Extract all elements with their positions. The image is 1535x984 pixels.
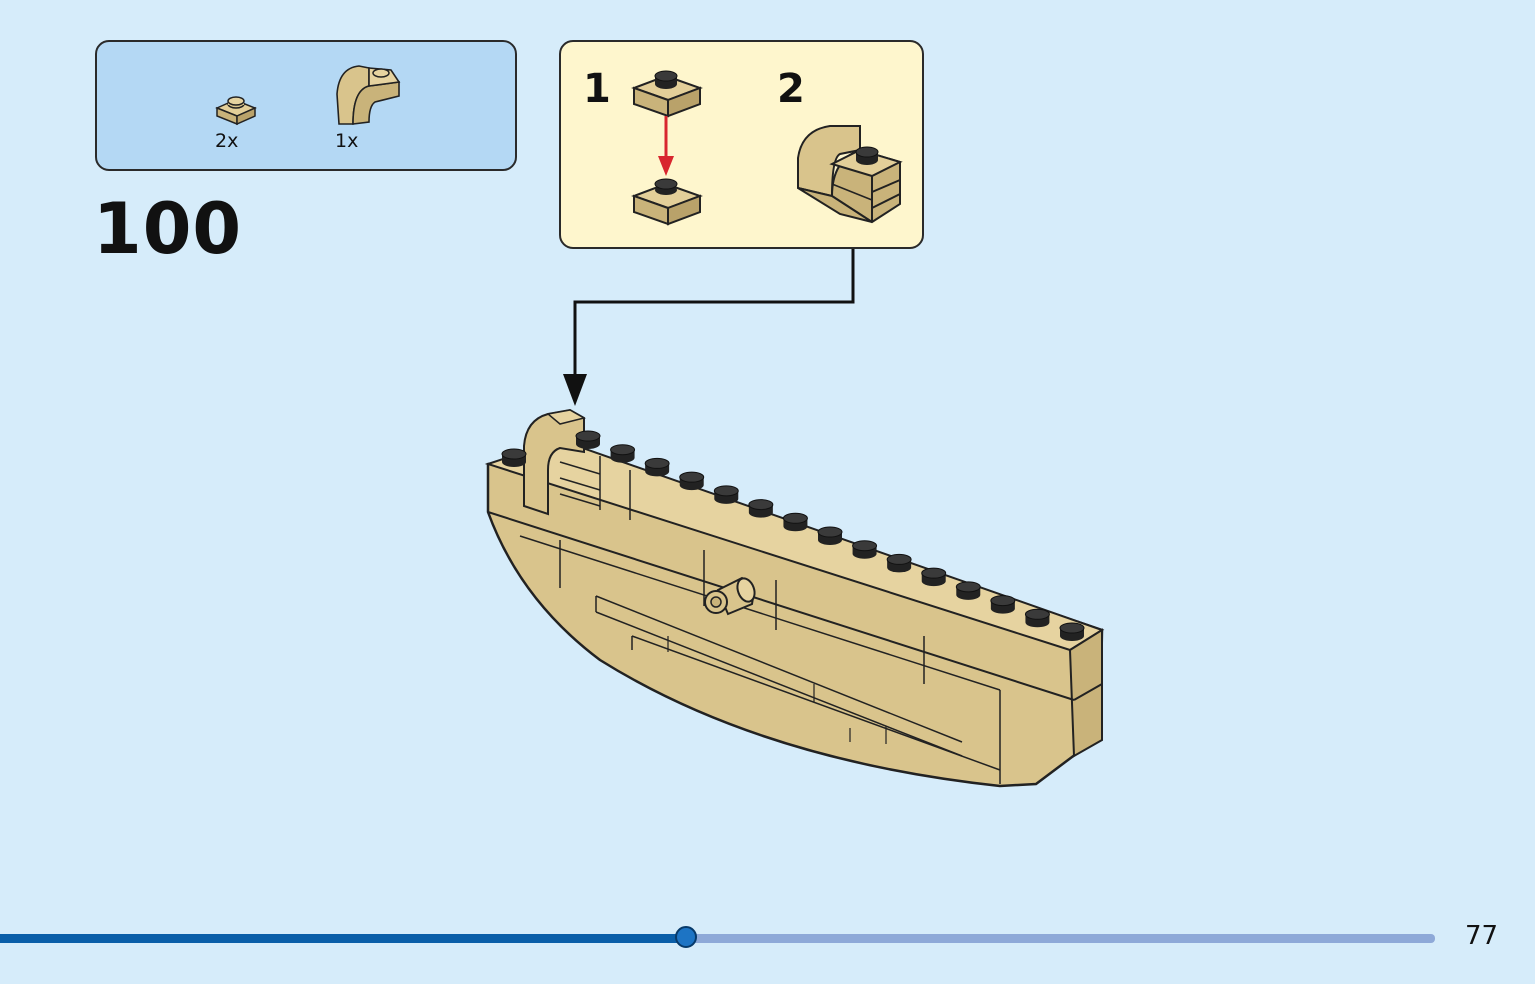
progress-track — [0, 934, 1435, 943]
stud — [886, 553, 912, 573]
stud — [501, 448, 527, 467]
sub-step-1-number: 1 — [583, 66, 611, 112]
connector-arrow-head — [563, 374, 587, 406]
stud — [782, 512, 808, 532]
progress-knob[interactable] — [675, 926, 697, 948]
progress-fill — [0, 934, 686, 943]
stud — [921, 567, 947, 587]
step-number: 100 — [93, 188, 243, 270]
sub-step-2-assembly-icon — [797, 125, 903, 224]
stud — [748, 499, 774, 518]
page-number: 77 — [1465, 921, 1499, 951]
part-quantity: 2x — [215, 130, 239, 152]
ship-studs — [501, 430, 1085, 641]
part-quantity: 1x — [335, 130, 359, 152]
tan-curved-brick-icon — [336, 65, 401, 125]
stud — [713, 485, 739, 504]
stud — [644, 457, 670, 477]
parts-list-box: 2x 1x — [95, 40, 517, 171]
sub-step-1-top-plate-icon — [631, 70, 703, 118]
sub-step-2-number: 2 — [777, 66, 805, 112]
connector-arrow — [573, 249, 855, 395]
stud — [575, 430, 601, 449]
ship-hull-model — [484, 408, 1105, 788]
stud — [990, 595, 1016, 614]
tan-1x1-plate-icon — [215, 96, 257, 126]
stud — [852, 540, 878, 559]
sub-step-1-bottom-plate-icon — [631, 178, 703, 226]
stud — [817, 526, 843, 545]
stud — [955, 581, 981, 600]
red-arrow-head — [658, 156, 674, 176]
stud — [610, 444, 636, 463]
stud — [1059, 622, 1085, 641]
stud — [1024, 608, 1050, 628]
stud — [679, 471, 705, 491]
